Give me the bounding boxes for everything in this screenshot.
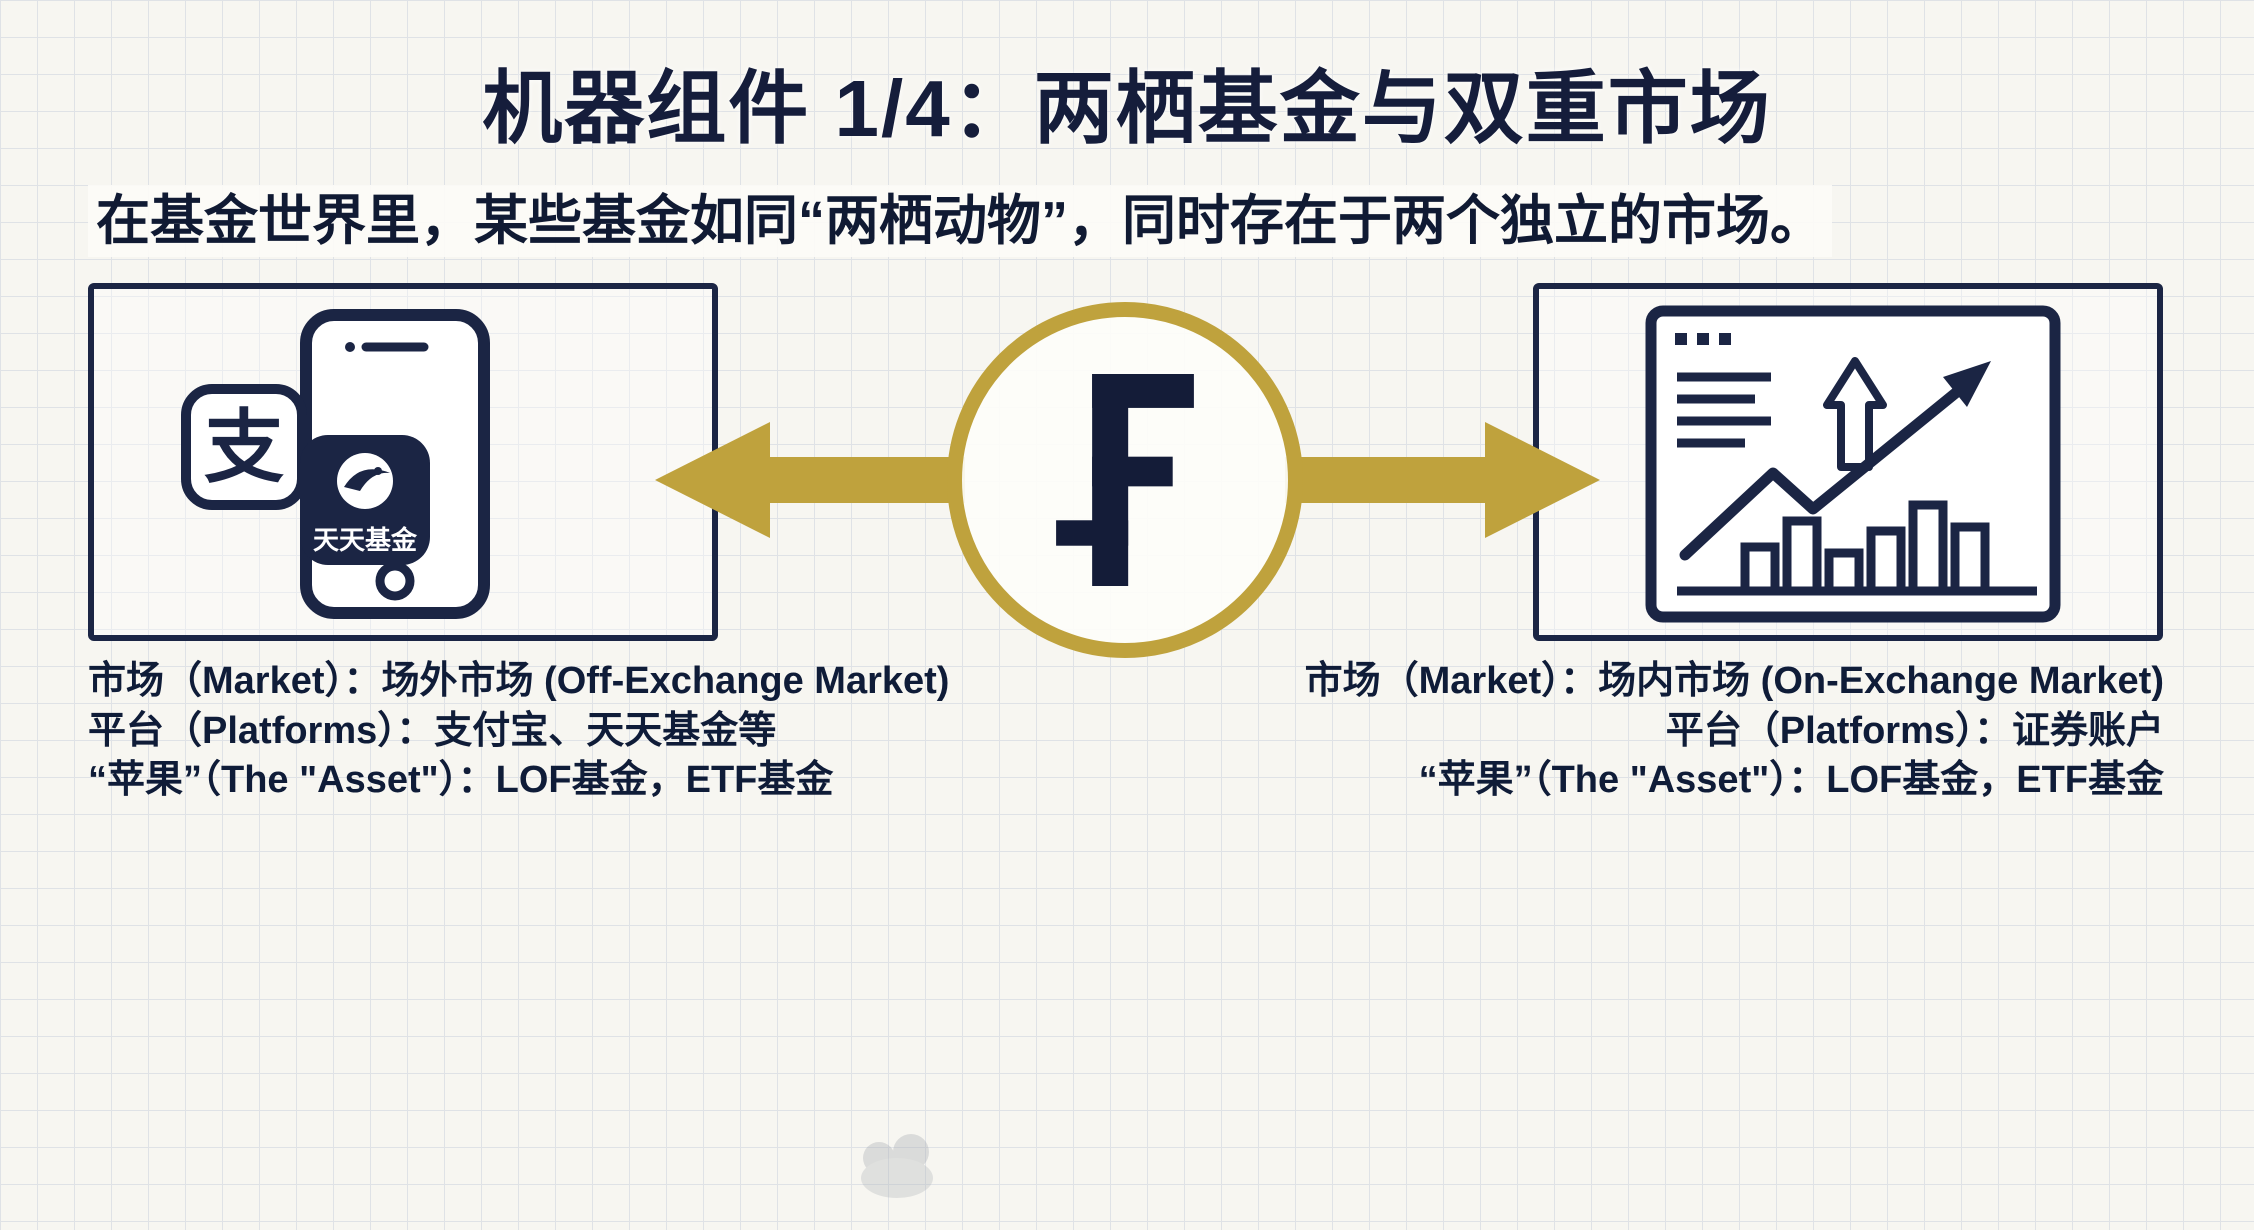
market-line-right: 市场（Market）：场内市场 (On-Exchange Market) [1304, 660, 2164, 702]
rising-trend-arrow-icon [1679, 361, 1991, 561]
page-title: 机器组件 1/4：两栖基金与双重市场 [482, 64, 1772, 153]
alipay-icon: 支 [181, 384, 307, 510]
fund-symbol-icon [1056, 374, 1194, 586]
off-exchange-panel: 支 天天基金 [88, 283, 718, 641]
asset-line-right: “苹果”（The "Asset"）：LOF基金，ETF基金 [1418, 759, 2164, 802]
watermark-logo [861, 1134, 933, 1198]
tiantian-fund-icon: 天天基金 [300, 435, 430, 565]
market-line-left: 市场（Market）：场外市场 (Off-Exchange Market) [88, 660, 950, 702]
smartphone-apps-illustration: 支 天天基金 [181, 309, 490, 619]
bar-chart-icon [1677, 500, 2037, 596]
fund-symbol-circle [947, 302, 1303, 658]
on-exchange-panel [1533, 283, 2163, 641]
right-arrow-icon [1285, 422, 1600, 538]
subtitle: 在基金世界里，某些基金如同“两栖动物”，同时存在于两个独立的市场。 [88, 176, 2166, 257]
subtitle-text: 在基金世界里，某些基金如同“两栖动物”，同时存在于两个独立的市场。 [88, 185, 1832, 257]
platform-line-right: 平台（Platforms）：证券账户 [1665, 709, 2164, 752]
double-arrow [655, 422, 1600, 538]
up-arrow-icon [1823, 357, 1887, 471]
platform-line-left: 平台（Platforms）：支付宝、天天基金等 [88, 709, 777, 752]
alipay-glyph: 支 [204, 403, 284, 492]
on-exchange-details: 市场（Market）：场内市场 (On-Exchange Market) 平台（… [1104, 660, 2164, 802]
left-arrow-icon [655, 422, 965, 538]
stock-chart-illustration [1645, 305, 2061, 623]
off-exchange-details: 市场（Market）：场外市场 (Off-Exchange Market) 平台… [88, 660, 1133, 802]
asset-line-left: “苹果”（The "Asset"）：LOF基金，ETF基金 [88, 759, 834, 802]
tiantian-fund-label: 天天基金 [313, 525, 418, 555]
